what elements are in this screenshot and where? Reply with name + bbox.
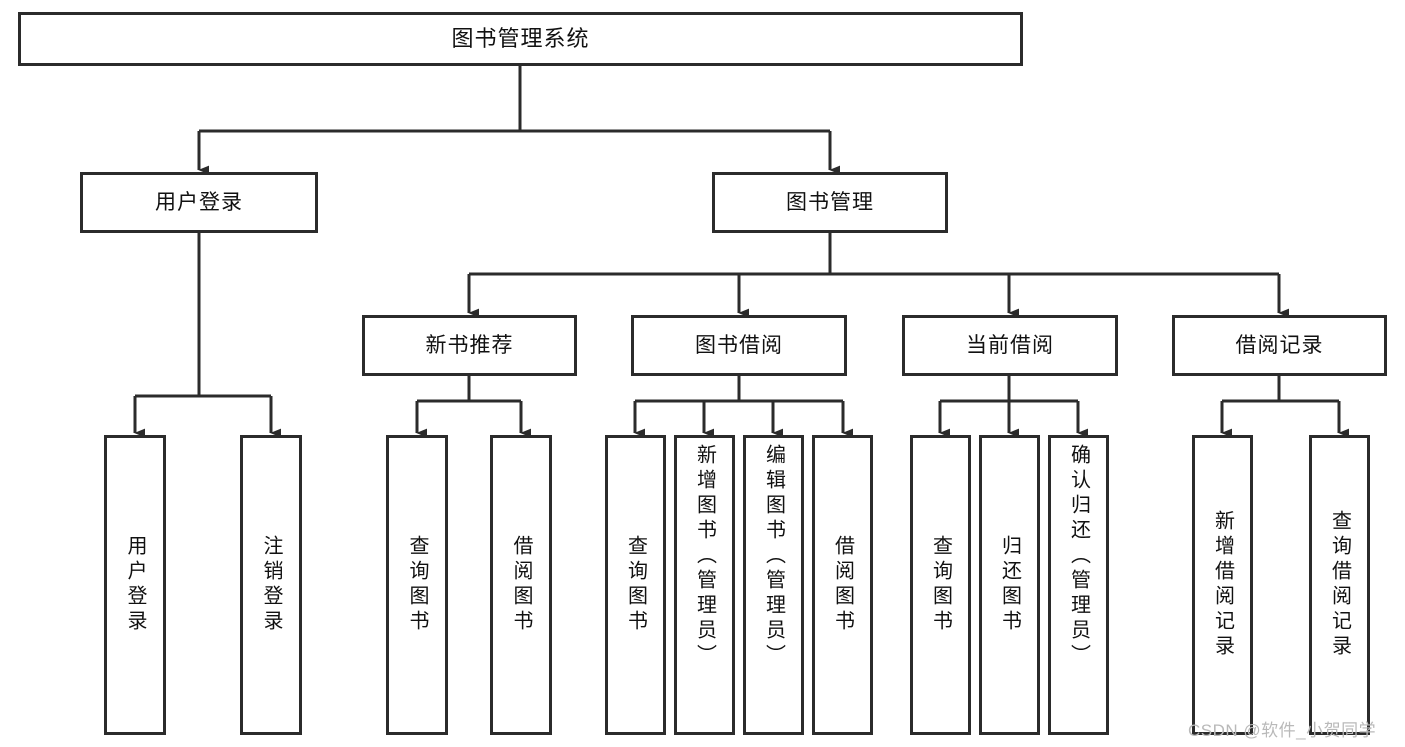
leaf-query-book-borrow[interactable]: 查询图书 [605, 435, 666, 735]
node-current-borrow[interactable]: 当前借阅 [902, 315, 1118, 376]
leaf-borrow-book-new-recommend[interactable]: 借阅图书 [490, 435, 552, 735]
leaf-borrow-book[interactable]: 借阅图书 [812, 435, 873, 735]
node-user-login[interactable]: 用户登录 [80, 172, 318, 233]
node-new-book-recommend[interactable]: 新书推荐 [362, 315, 577, 376]
leaf-query-book-new-recommend[interactable]: 查询图书 [386, 435, 448, 735]
leaf-edit-book[interactable]: 编辑图书（管理员） [743, 435, 804, 735]
leaf-query-borrow-record[interactable]: 查询借阅记录 [1309, 435, 1370, 735]
leaf-user-login[interactable]: 用户登录 [104, 435, 166, 735]
node-book-manage[interactable]: 图书管理 [712, 172, 948, 233]
watermark: CSDN @软件_小贺同学 [1188, 721, 1377, 740]
leaf-query-book-current[interactable]: 查询图书 [910, 435, 971, 735]
leaf-confirm-return[interactable]: 确认归还（管理员） [1048, 435, 1109, 735]
leaf-add-book[interactable]: 新增图书（管理员） [674, 435, 735, 735]
node-borrow-record[interactable]: 借阅记录 [1172, 315, 1387, 376]
node-book-borrow[interactable]: 图书借阅 [631, 315, 847, 376]
leaf-return-book[interactable]: 归还图书 [979, 435, 1040, 735]
leaf-user-logout[interactable]: 注销登录 [240, 435, 302, 735]
node-root[interactable]: 图书管理系统 [18, 12, 1023, 66]
leaf-add-borrow-record[interactable]: 新增借阅记录 [1192, 435, 1253, 735]
